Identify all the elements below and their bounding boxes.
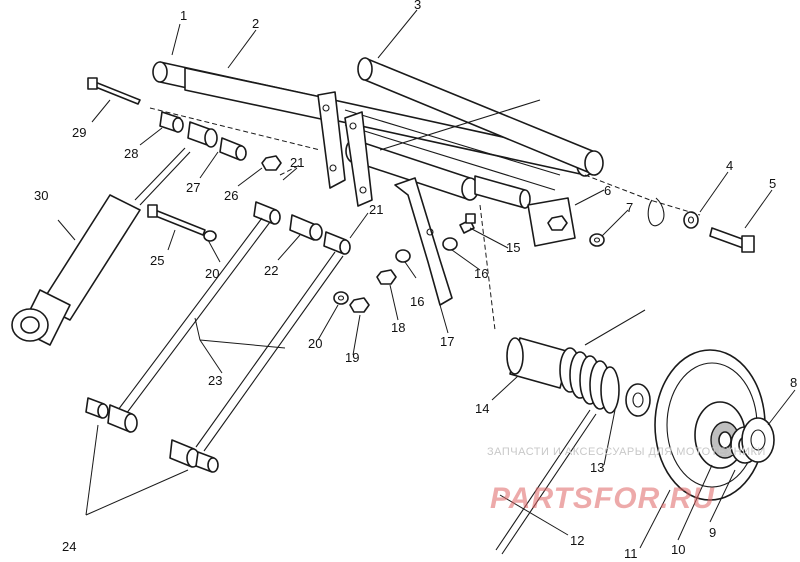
front-cross-shaft <box>357 57 604 176</box>
bushing-22 <box>289 214 351 255</box>
callout-21b: 21 <box>369 202 383 217</box>
leader-lines <box>57 9 796 549</box>
washer-4 <box>683 211 699 229</box>
nut-26 <box>261 155 282 171</box>
bolt-5 <box>709 227 755 253</box>
callout-16a: 16 <box>474 266 488 281</box>
bushing-21 <box>253 201 281 225</box>
callout-10: 10 <box>671 542 685 557</box>
callout-22: 22 <box>264 263 278 278</box>
bolt-15 <box>459 213 476 234</box>
callout-4: 4 <box>726 158 733 173</box>
callout-29: 29 <box>72 125 86 140</box>
washer-13 <box>625 383 651 417</box>
plate-6 <box>527 197 576 247</box>
left-arm-plate <box>317 91 346 189</box>
callout-12: 12 <box>570 533 584 548</box>
pivot-arm-23a <box>117 217 271 415</box>
callouts: 1 2 3 4 5 6 7 8 9 10 11 12 13 14 15 16 1… <box>34 0 797 561</box>
callout-2: 2 <box>252 16 259 31</box>
callout-9: 9 <box>709 525 716 540</box>
watermark-line: ЗАПЧАСТИ И АКСЕССУАРЫ ДЛЯ МОТОТЕХНИКИ <box>487 446 766 458</box>
watermark-logo: PARTSFOR.RU <box>490 482 715 515</box>
callout-8: 8 <box>790 375 797 390</box>
callout-26: 26 <box>224 188 238 203</box>
cross-braces <box>344 99 561 191</box>
nut-19 <box>349 297 370 313</box>
bushings-24 <box>85 397 219 473</box>
bolt-29 <box>87 77 141 105</box>
callout-17: 17 <box>440 334 454 349</box>
callout-14: 14 <box>475 401 489 416</box>
callout-18: 18 <box>391 320 405 335</box>
washer-7 <box>589 233 605 247</box>
callout-16b: 16 <box>410 294 424 309</box>
callout-30: 30 <box>34 188 48 203</box>
callout-1: 1 <box>180 8 187 23</box>
callout-24: 24 <box>62 539 76 554</box>
spring-bracket <box>394 177 453 306</box>
callout-27: 27 <box>186 180 200 195</box>
right-arm-plate <box>344 111 373 207</box>
spring-coil <box>559 347 620 414</box>
clip-pin <box>647 197 665 227</box>
bushing-28 <box>159 111 184 133</box>
shock-absorber-30 <box>11 147 191 346</box>
callout-5: 5 <box>769 176 776 191</box>
callout-20a: 20 <box>308 336 322 351</box>
callout-23: 23 <box>208 373 222 388</box>
spacer-27 <box>187 121 247 161</box>
washer-20 <box>333 291 349 305</box>
callout-19: 19 <box>345 350 359 365</box>
callout-11: 11 <box>624 546 638 561</box>
callout-13: 13 <box>590 460 604 475</box>
spring-rod-12 <box>495 309 646 555</box>
washers-16 <box>395 237 458 263</box>
callout-7: 7 <box>626 200 633 215</box>
callout-20b: 20 <box>205 266 219 281</box>
assembly-lines <box>149 107 701 331</box>
bolt-25 <box>147 204 217 242</box>
callout-15: 15 <box>506 240 520 255</box>
watermark: ЗАПЧАСТИ И АКСЕССУАРЫ ДЛЯ МОТОТЕХНИКИ PA… <box>487 446 766 515</box>
callout-6: 6 <box>604 183 611 198</box>
callout-25: 25 <box>150 253 164 268</box>
bearing-8 <box>741 417 775 463</box>
callout-3: 3 <box>414 0 421 12</box>
pivot-arm-23b <box>195 251 344 452</box>
spring-bushing-14 <box>506 337 571 389</box>
nut-18 <box>376 269 397 285</box>
callout-28: 28 <box>124 146 138 161</box>
callout-21a: 21 <box>290 155 304 170</box>
